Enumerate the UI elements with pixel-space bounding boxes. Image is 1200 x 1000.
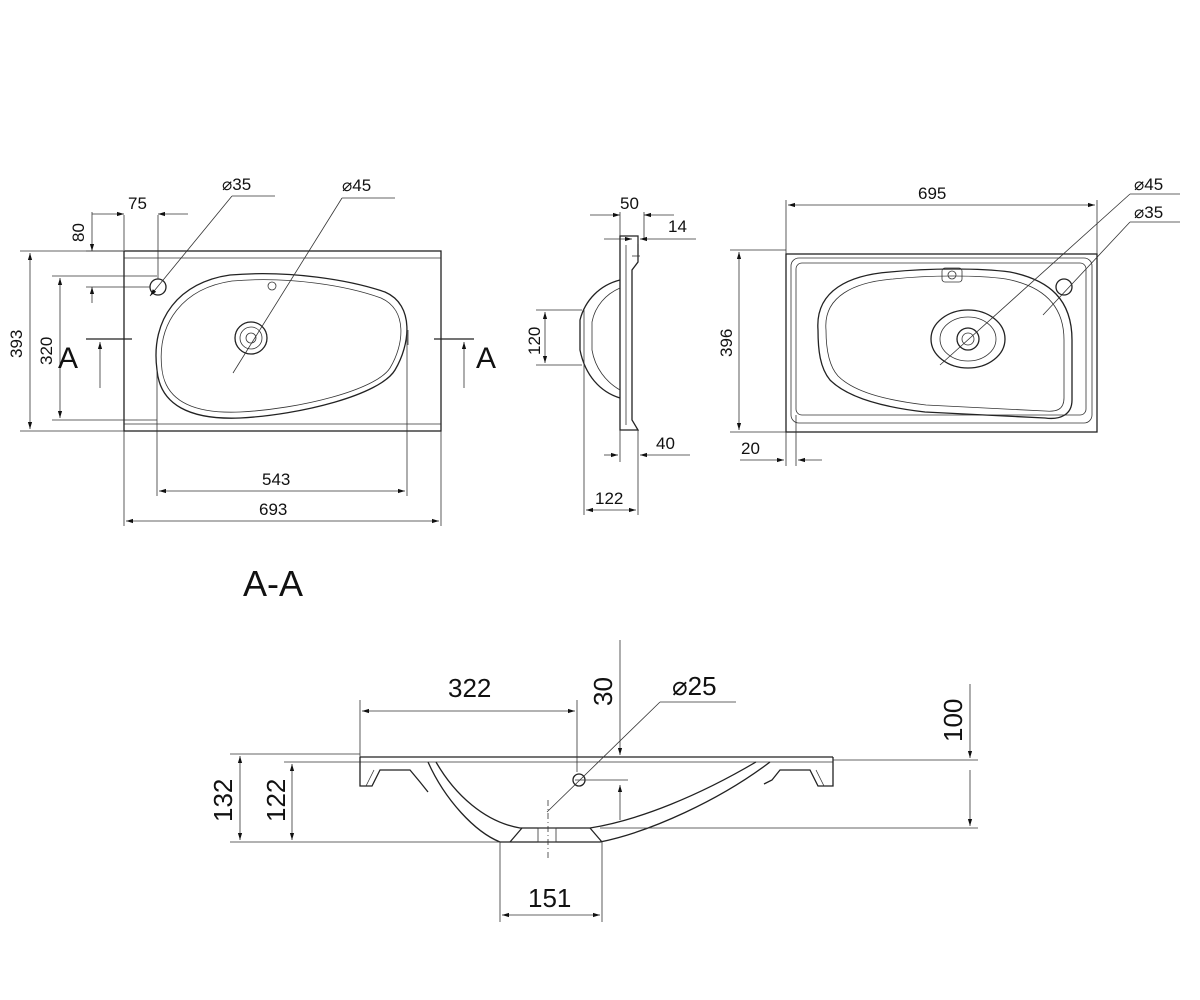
dim-151: 151	[528, 883, 571, 913]
dia-45-label: ⌀45	[342, 176, 371, 195]
bottom-view-outline	[785, 253, 1098, 433]
dim-100: 100	[938, 699, 968, 742]
section-bowl-inner	[435, 761, 757, 829]
dia-35-bottom-label: ⌀35	[1134, 203, 1163, 222]
dia-25-label: ⌀25	[672, 671, 717, 701]
dim-40: 40	[656, 434, 675, 453]
section-bowl-outer	[427, 761, 771, 843]
section-marker-left: A	[58, 342, 78, 375]
bottom-view-drain	[930, 309, 1006, 369]
top-view-outline	[123, 250, 442, 432]
dim-322: 322	[448, 673, 491, 703]
dim-20: 20	[741, 439, 760, 458]
dim-543: 543	[262, 470, 290, 489]
dim-122-side: 122	[595, 489, 623, 508]
section-view: A-A 322 30 ⌀25	[208, 563, 978, 922]
side-view-outline	[619, 235, 640, 431]
dim-14: 14	[668, 217, 687, 236]
side-view: 50 14 120 40 122	[525, 194, 696, 515]
top-view-basin	[155, 273, 408, 419]
top-view-drain	[234, 321, 268, 355]
dim-695: 695	[918, 184, 946, 203]
top-view: 75 80 393 320 A A 543	[7, 175, 496, 526]
side-view-bowl	[579, 279, 621, 399]
dim-122-section: 122	[261, 779, 291, 822]
dia-35-label: ⌀35	[222, 175, 251, 194]
dim-693: 693	[259, 500, 287, 519]
dim-396: 396	[717, 329, 736, 357]
dim-80: 80	[69, 223, 88, 242]
section-marker-right: A	[476, 342, 496, 375]
bottom-view-basin	[817, 268, 1073, 420]
dim-30: 30	[588, 677, 618, 706]
dim-393: 393	[7, 330, 26, 358]
dim-320: 320	[37, 337, 56, 365]
dim-132: 132	[208, 779, 238, 822]
dim-50: 50	[620, 194, 639, 213]
dia-45-bottom-label: ⌀45	[1134, 175, 1163, 194]
section-title: A-A	[243, 563, 303, 604]
dim-120: 120	[525, 327, 544, 355]
bottom-view-tap-hole	[1055, 278, 1073, 296]
dim-75: 75	[128, 194, 147, 213]
bottom-view: 695 396 20 ⌀45 ⌀35	[717, 175, 1180, 466]
